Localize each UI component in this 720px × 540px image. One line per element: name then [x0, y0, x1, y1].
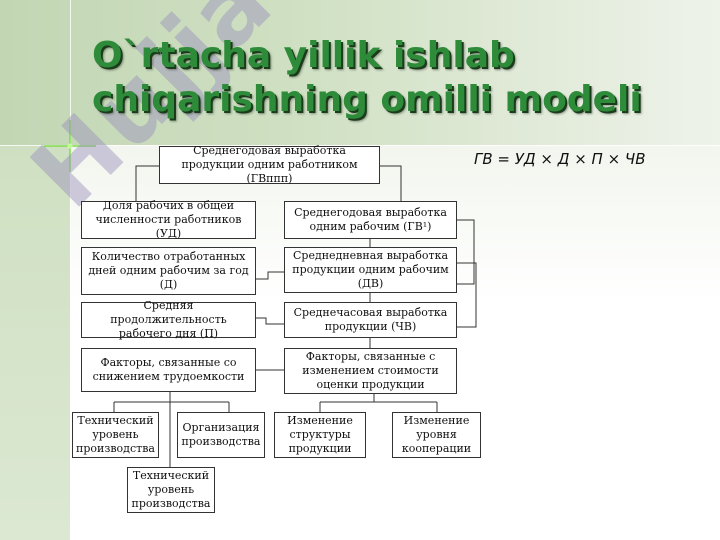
header-background: [0, 0, 720, 145]
left-band: [0, 145, 70, 540]
box-product-structure: Изменение структуры продукции: [274, 412, 366, 458]
box-workday-length: Средняя продолжительность рабочего дня (…: [81, 299, 256, 340]
box-annual-output-per-worker: Среднегодовая выработка одним рабочим (Г…: [284, 201, 457, 239]
box-hourly-output: Среднечасовая выработка продукции (ЧВ): [284, 302, 457, 338]
horizontal-divider: [0, 145, 720, 146]
page-title: O`rtacha yillik ishlab chiqarishning omi…: [92, 35, 642, 120]
box-daily-output: Среднедневная выработка продукции одним …: [284, 247, 457, 293]
box-cost-factors: Факторы, связанные с изменением стоимост…: [284, 348, 457, 394]
sparkle-icon: [44, 120, 96, 172]
box-cooperation-level: Изменение уровня кооперации: [392, 412, 481, 458]
box-production-organization: Организация производства: [177, 412, 265, 458]
model-formula: ГВ = УД × Д × П × ЧВ: [474, 150, 646, 168]
box-days-worked: Количество отработанных дней одним рабоч…: [81, 247, 256, 295]
box-annual-output-per-employee: Среднегодовая выработка продукции одним …: [159, 144, 380, 185]
box-technical-level: Технический уровень производства: [72, 412, 159, 458]
vertical-divider: [70, 0, 71, 540]
box-labor-intensity-factors: Факторы, связанные со снижением трудоемк…: [81, 348, 256, 392]
box-worker-share: Доля рабочих в общей численности работни…: [81, 199, 256, 240]
box-technical-level-2: Технический уровень производства: [127, 467, 215, 513]
